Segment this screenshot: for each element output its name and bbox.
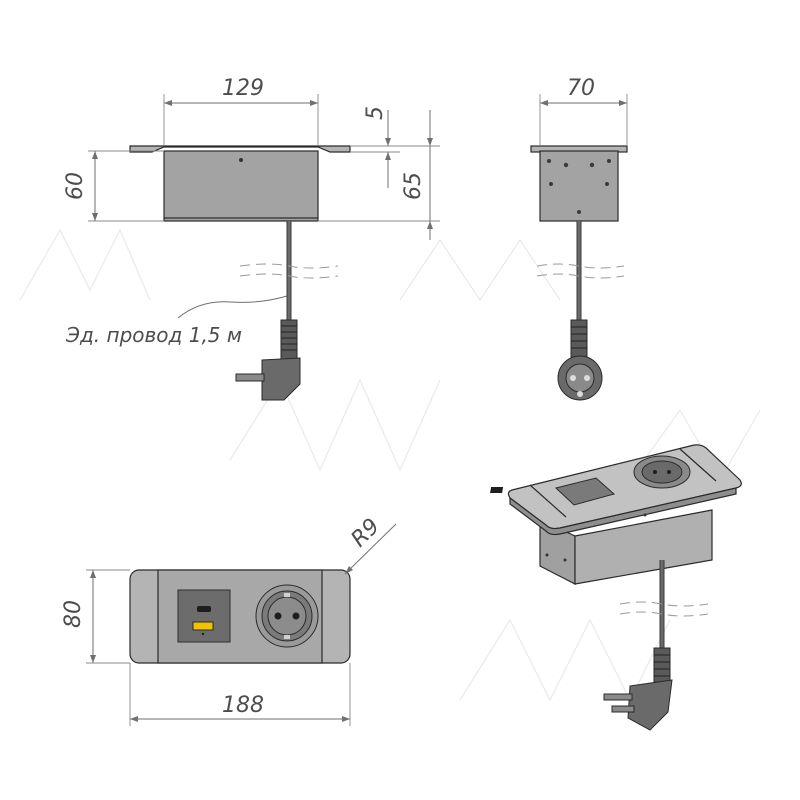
front-strain-relief <box>280 319 298 361</box>
front-plug <box>235 357 301 401</box>
svg-text:5: 5 <box>363 106 388 120</box>
dim-side-width: 70 <box>539 76 628 146</box>
usb-module <box>177 589 231 643</box>
svg-text:R9: R9 <box>347 514 385 552</box>
front-screw <box>239 158 243 162</box>
side-strain-relief <box>570 319 588 361</box>
svg-text:65: 65 <box>401 172 426 200</box>
iso-usb-module <box>490 477 616 506</box>
iso-body-side <box>574 509 713 585</box>
svg-text:80: 80 <box>61 600 86 628</box>
side-holes <box>547 159 611 214</box>
iso-view <box>490 444 742 731</box>
svg-text:188: 188 <box>222 693 264 718</box>
dim-front-width: 129 <box>163 76 319 146</box>
dim-top-width: 80 <box>61 569 130 664</box>
side-body <box>539 150 619 222</box>
front-body <box>163 150 319 222</box>
iso-strain-relief <box>653 647 671 683</box>
side-plug-face <box>557 355 603 401</box>
dim-total-height: 65 <box>318 110 440 240</box>
schuko-socket <box>255 584 319 648</box>
svg-text:60: 60 <box>63 172 88 200</box>
front-view: Эд. провод 1,5 м 129 60 5 <box>63 76 440 401</box>
dim-flange-thickness: 5 <box>350 106 400 188</box>
iso-plug <box>603 679 673 731</box>
svg-text:70: 70 <box>567 76 595 101</box>
cable-note: Эд. провод 1,5 м <box>65 323 242 347</box>
iso-socket <box>633 455 691 489</box>
iso-plate-edge <box>509 487 737 536</box>
dim-front-height: 60 <box>63 150 164 222</box>
top-view: 188 80 R9 <box>61 514 397 726</box>
dim-corner-radius: R9 <box>344 514 397 575</box>
cable-note-leader <box>177 295 288 319</box>
dim-top-length: 188 <box>129 663 351 726</box>
side-view: 70 <box>530 76 628 401</box>
svg-text:129: 129 <box>222 76 264 101</box>
